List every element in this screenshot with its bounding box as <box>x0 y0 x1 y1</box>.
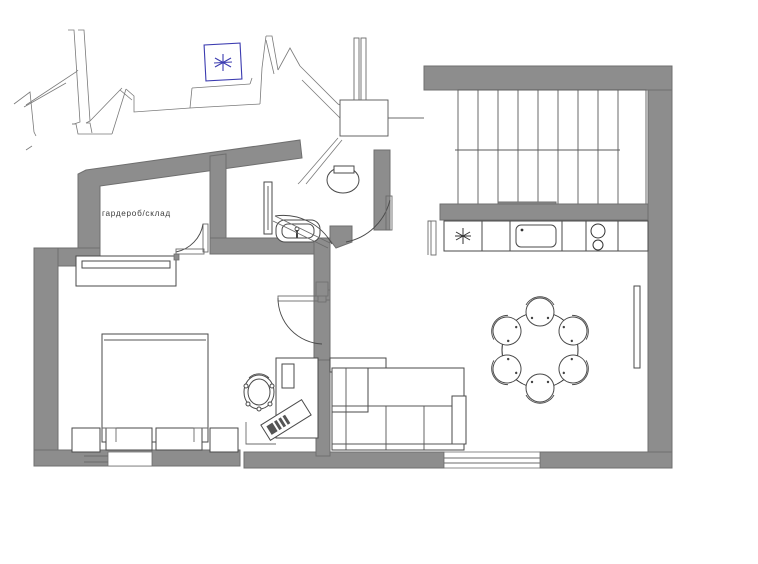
windows <box>84 451 541 469</box>
door-jamb-bathroom <box>329 225 353 249</box>
door-hallway <box>345 195 393 243</box>
radiator <box>633 285 641 369</box>
wardrobe-closet <box>75 253 180 287</box>
wardrobe-rail <box>81 260 171 269</box>
dining-set <box>491 296 589 404</box>
wall-hall-left-lower <box>313 295 331 367</box>
keyboard <box>260 398 312 442</box>
counter-sink <box>515 224 557 248</box>
entry-context-lines <box>297 65 343 185</box>
wall-bottom-2 <box>243 451 445 469</box>
counter-back-wall <box>439 203 649 221</box>
dining-chair <box>558 314 589 346</box>
sofa-armrest <box>451 395 467 445</box>
bed <box>101 333 209 443</box>
dining-chair <box>491 354 522 386</box>
wall-bottom-3 <box>539 451 673 469</box>
desk-chair <box>243 373 275 412</box>
bed-pillow-right <box>155 427 203 451</box>
sink-tap-icon <box>520 228 524 232</box>
asterisk-marker <box>203 42 243 82</box>
door-kitchen-side <box>427 220 437 256</box>
desk-monitor <box>281 363 295 389</box>
dining-chair <box>525 373 555 404</box>
wall-wardrobe-slant <box>77 139 303 249</box>
wall-partition-wardrobe <box>209 153 227 251</box>
asterisk-icon <box>213 54 233 71</box>
dining-chair <box>491 314 522 346</box>
window-bottom-left <box>107 451 153 467</box>
wall-right <box>647 89 673 467</box>
entry-vestibule <box>339 37 424 137</box>
door-wardrobe <box>175 223 209 255</box>
doors <box>175 195 393 345</box>
sectional-sofa <box>329 357 467 451</box>
desk-area <box>243 357 319 445</box>
mirror <box>263 181 273 235</box>
dining-chair <box>525 296 555 327</box>
exterior-context-lines <box>13 29 301 151</box>
kitchen-counter <box>443 220 649 252</box>
nightstand-right <box>209 427 239 453</box>
room-label-wardrobe: гардероб/склад <box>102 209 171 218</box>
nightstand-left <box>71 427 101 453</box>
kitchen-counter-wall <box>439 203 649 221</box>
door-entry <box>315 281 329 297</box>
window-bottom-center <box>443 451 541 469</box>
counter-burner-star-icon <box>455 228 471 244</box>
bathroom-fixtures <box>263 165 360 243</box>
hob-burner-large <box>590 223 606 239</box>
dining-chair <box>558 354 589 386</box>
bed-pillow-left <box>105 427 153 451</box>
door-bathroom <box>272 214 333 249</box>
bed-area <box>71 333 239 453</box>
wall-left <box>33 247 59 467</box>
hob-burner-small <box>592 239 604 251</box>
washbasin <box>275 219 321 243</box>
sofa-cushion-1 <box>331 367 369 413</box>
toilet <box>326 165 360 194</box>
